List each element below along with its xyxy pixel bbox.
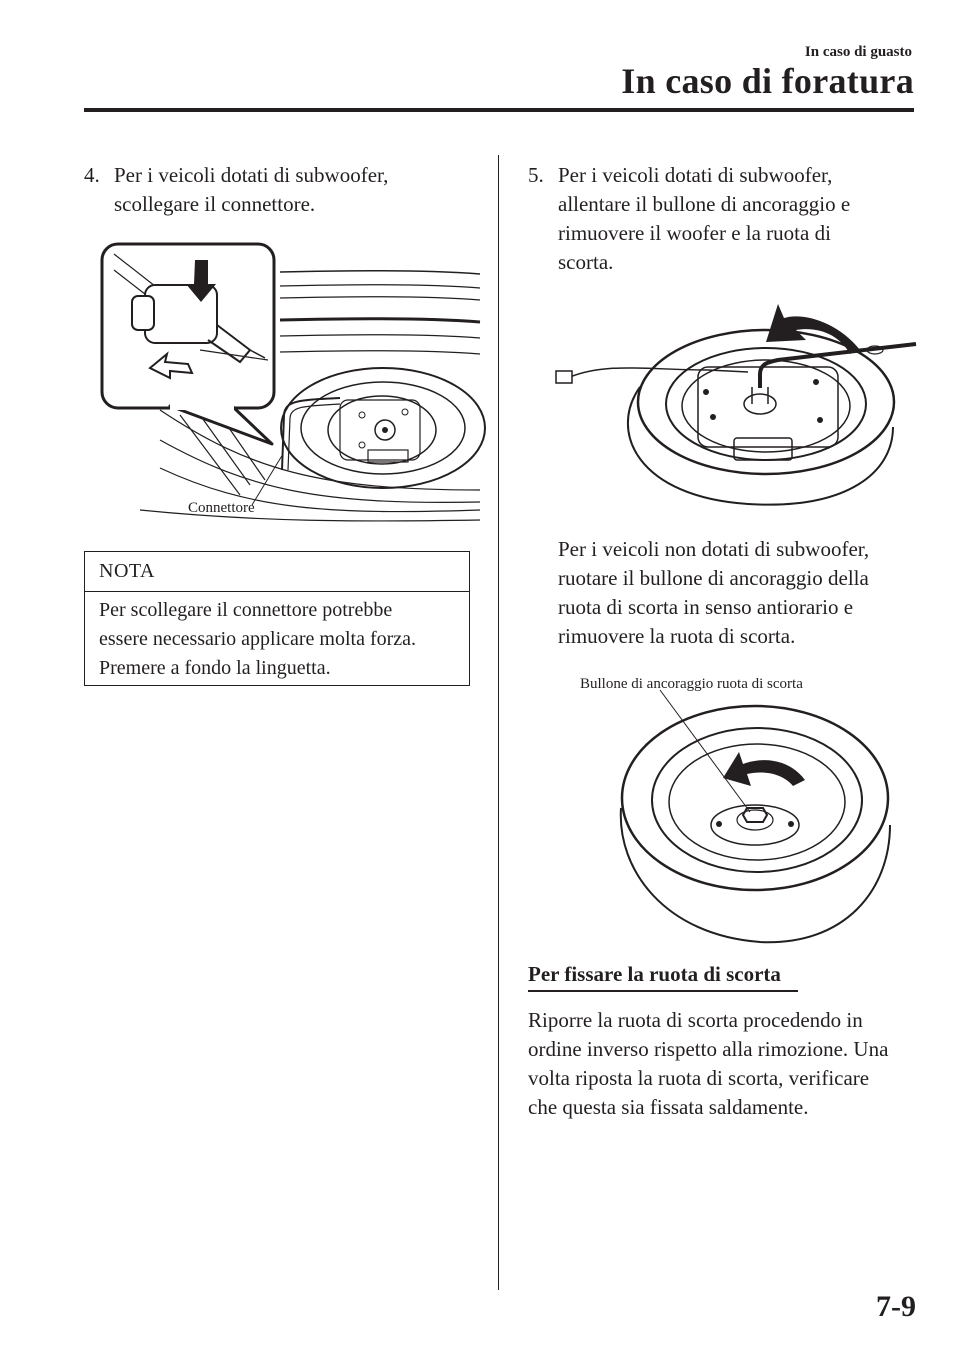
column-divider [498,155,499,1290]
note-heading: NOTA [85,552,469,592]
note-box: NOTA Per scollegare il connettore potreb… [84,551,470,686]
note-line-1: Per scollegare il connettore potrebbe [99,599,393,621]
step-5: 5. Per i veicoli dotati di subwoofer, all… [528,161,928,277]
step-4: 4. Per i veicoli dotati di subwoofer, sco… [84,161,484,219]
fix-line-3: volta riposta la ruota di scorta, verifi… [528,1066,870,1090]
figure-label-connector: Connettore [188,500,255,516]
header-rule [84,108,914,112]
step-5-line-4: scorta. [558,250,614,274]
section-subheading: Per fissare la ruota di scorta [528,962,781,986]
fix-line-2: ordine inverso rispetto alla rimozione. … [528,1037,889,1061]
no-subwoofer-line-1: Per i veicoli non dotati di subwoofer, [558,537,870,561]
fix-line-4: che questa sia fissata saldamente. [528,1095,809,1119]
note-line-2: essere necessario applicare molta forza. [99,628,417,650]
connector-illustration [100,242,486,522]
fix-paragraph: Riporre la ruota di scorta procedendo in… [528,1006,938,1122]
page-number: 7-9 [876,1290,916,1323]
step-4-number: 4. [84,163,100,187]
step-5-line-2: allentare il bullone di ancoraggio e [558,192,851,216]
no-subwoofer-line-4: rimuovere la ruota di scorta. [558,624,796,648]
step-4-line-1: Per i veicoli dotati di subwoofer, [114,163,389,187]
note-body: Per scollegare il connettore potrebbe es… [85,592,469,683]
subheading-rule [528,990,798,992]
note-line-3: Premere a fondo la linguetta. [99,657,331,679]
page-title: In caso di foratura [621,61,914,101]
no-subwoofer-paragraph: Per i veicoli non dotati di subwoofer, r… [558,535,938,651]
anchor-bolt-illustration [619,689,891,944]
no-subwoofer-line-3: ruota di scorta in senso antiorario e [558,595,854,619]
step-4-line-2: scollegare il connettore. [114,192,316,216]
section-label: In caso di guasto [804,44,912,60]
fix-line-1: Riporre la ruota di scorta procedendo in [528,1008,863,1032]
step-5-number: 5. [528,163,544,187]
step-5-line-1: Per i veicoli dotati di subwoofer, [558,163,833,187]
figure-label-anchor-bolt: Bullone di ancoraggio ruota di scorta [580,676,803,692]
no-subwoofer-line-2: ruotare il bullone di ancoraggio della [558,566,869,590]
woofer-tire-illustration [555,304,917,506]
step-5-line-3: rimuovere il woofer e la ruota di [558,221,831,245]
